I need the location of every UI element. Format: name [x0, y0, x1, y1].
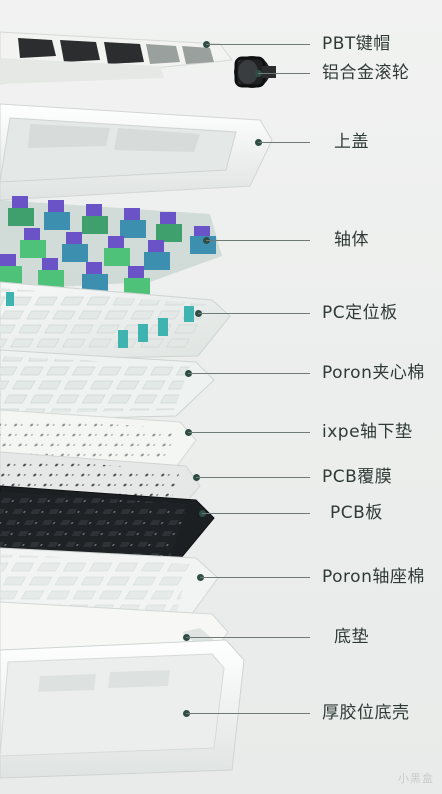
- watermark: 小黑盒: [398, 772, 434, 785]
- label-top-case: 上盖: [334, 132, 369, 152]
- pc-plate-layer: [0, 281, 231, 361]
- pcb-film-leader: [196, 477, 310, 478]
- poron-socket-leader: [200, 577, 310, 578]
- label-pcb: PCB板: [330, 503, 383, 523]
- label-poron-sandwich: Poron夹心棉: [322, 363, 425, 383]
- keycaps-leader: [206, 44, 310, 45]
- switches-leader: [206, 240, 310, 241]
- label-bottom-pad: 底垫: [334, 627, 369, 647]
- label-bottom-case: 厚胶位底壳: [322, 703, 410, 723]
- label-knob: 铝合金滚轮: [322, 63, 410, 83]
- top-case-leader: [258, 142, 310, 143]
- ixpe-pad-leader: [188, 432, 310, 433]
- label-pcb-film: PCB覆膜: [322, 467, 393, 487]
- label-keycaps: PBT键帽: [322, 34, 391, 54]
- top-case-layer: [0, 103, 273, 201]
- pcb-leader: [202, 513, 310, 514]
- poron-socket-layer: [0, 547, 219, 629]
- poron-sandwich-leader: [188, 373, 310, 374]
- poron-sandwich-layer: [0, 349, 215, 421]
- keycaps-layer: [0, 31, 233, 85]
- label-ixpe-pad: ixpe轴下垫: [322, 422, 413, 442]
- label-pc-plate: PC定位板: [322, 303, 398, 323]
- label-poron-socket: Poron轴座棉: [322, 567, 425, 587]
- aluminum-knob: [234, 56, 276, 88]
- bottom-case-layer: [0, 639, 245, 779]
- knob-leader: [258, 73, 310, 74]
- pc-plate-leader: [198, 313, 310, 314]
- pcb-layer: [0, 485, 215, 571]
- bottom-case-leader: [186, 713, 310, 714]
- label-switches: 轴体: [334, 230, 369, 250]
- switches-layer: [0, 196, 222, 296]
- bottom-pad-leader: [186, 637, 310, 638]
